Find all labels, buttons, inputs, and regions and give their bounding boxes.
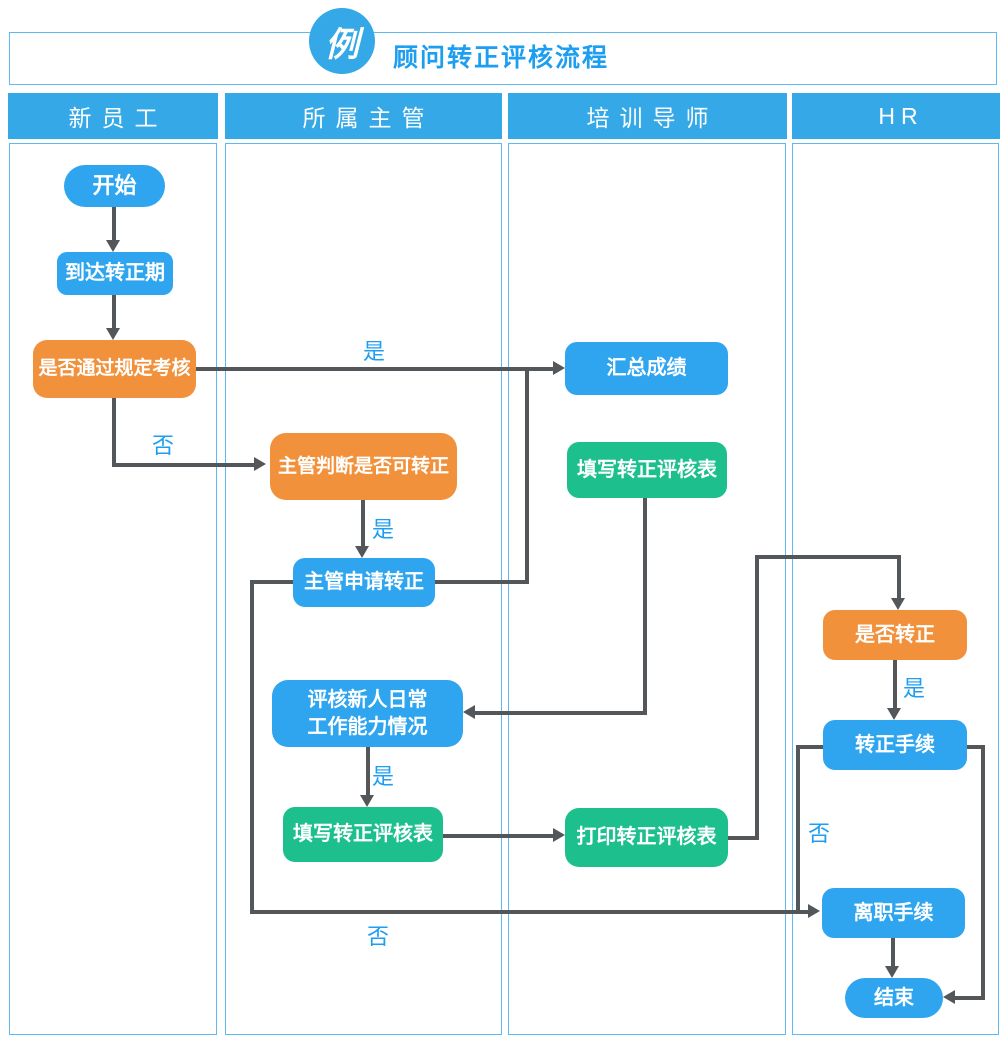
node-reach-period: 到达转正期 xyxy=(57,252,173,295)
node-pass-exam: 是否通过规定考核 xyxy=(33,340,196,398)
edge-reach-to-pass xyxy=(112,295,116,328)
arrowhead-down-icon xyxy=(887,708,901,720)
node-confirm-regular: 是否转正 xyxy=(823,610,967,660)
edge-apply-no-v xyxy=(250,580,254,914)
arrowhead-down-icon xyxy=(891,598,905,610)
edge-apply-no-h1 xyxy=(252,580,293,584)
edge-label-yes: 是 xyxy=(372,764,395,789)
node-assess-daily-line1: 评核新人日常 xyxy=(307,688,428,711)
edge-regular-no-h xyxy=(798,745,823,749)
edge-regular-no-v xyxy=(796,745,800,914)
node-assess-daily: 评核新人日常 工作能力情况 xyxy=(272,680,463,747)
arrowhead-right-icon xyxy=(808,904,820,918)
edge-print-h2 xyxy=(755,555,901,559)
node-supervisor-apply: 主管申请转正 xyxy=(293,558,435,607)
node-start: 开始 xyxy=(64,165,165,207)
node-print-form: 打印转正评核表 xyxy=(565,808,728,867)
edge-pass-no-v xyxy=(112,398,116,463)
edge-apply-joiner-h xyxy=(435,580,527,584)
arrowhead-left-icon xyxy=(943,990,955,1004)
edge-resign-to-end xyxy=(891,938,895,968)
edge-label-yes: 是 xyxy=(372,517,395,542)
node-end: 结束 xyxy=(845,978,943,1018)
edge-regular-end-h1 xyxy=(967,745,985,749)
arrowhead-down-icon xyxy=(106,240,120,252)
edge-fill-to-print xyxy=(443,834,553,838)
lane-header-supervisor: 所属主管 xyxy=(225,93,502,139)
edge-mentorform-h xyxy=(475,711,647,715)
edge-pass-no-h xyxy=(112,463,254,467)
edge-judge-to-apply xyxy=(361,500,365,546)
lane-header-hr: HR xyxy=(792,93,1000,139)
arrowhead-down-icon xyxy=(106,328,120,340)
edge-label-yes: 是 xyxy=(363,339,386,364)
lane-body-mentor xyxy=(508,143,786,1035)
arrowhead-right-icon xyxy=(254,457,266,471)
edge-apply-joiner-v xyxy=(525,367,529,584)
title-box xyxy=(9,32,997,85)
edge-regular-end-v xyxy=(981,745,985,1000)
edge-confirm-to-regular xyxy=(893,660,897,708)
edge-mentorform-v xyxy=(643,498,647,715)
node-collect-scores: 汇总成绩 xyxy=(565,342,728,395)
lane-body-hr xyxy=(792,143,999,1035)
arrowhead-right-icon xyxy=(553,828,565,842)
node-fill-form-mentor: 填写转正评核表 xyxy=(567,442,727,498)
arrowhead-down-icon xyxy=(885,966,899,978)
node-assess-daily-line2: 工作能力情况 xyxy=(307,715,428,738)
arrowhead-left-icon xyxy=(463,705,475,719)
edge-print-v1 xyxy=(755,555,759,840)
edge-start-to-reach xyxy=(112,207,116,240)
edge-label-no: 否 xyxy=(152,433,175,458)
page-title: 顾问转正评核流程 xyxy=(393,44,610,72)
node-regular-procedure: 转正手续 xyxy=(823,720,967,770)
node-fill-form-supervisor: 填写转正评核表 xyxy=(283,807,443,862)
edge-label-yes: 是 xyxy=(903,676,926,701)
node-supervisor-judge: 主管判断是否可转正 xyxy=(270,433,457,500)
edge-print-v2 xyxy=(897,555,901,598)
edge-regular-end-h2 xyxy=(955,996,985,1000)
lane-header-mentor: 培训导师 xyxy=(508,93,787,139)
arrowhead-right-icon xyxy=(553,361,565,375)
node-resign-procedure: 离职手续 xyxy=(822,888,965,938)
arrowhead-down-icon xyxy=(360,795,374,807)
edge-apply-no-h2 xyxy=(250,910,808,914)
arrowhead-down-icon xyxy=(355,546,369,558)
edge-label-no: 否 xyxy=(808,821,831,846)
edge-label-no: 否 xyxy=(367,924,390,949)
edge-pass-to-collect xyxy=(196,367,553,371)
example-badge: 例 xyxy=(309,8,375,74)
edge-assess-to-fill xyxy=(366,747,370,795)
edge-print-h1 xyxy=(728,836,757,840)
lane-header-new-employee: 新员工 xyxy=(8,93,218,139)
